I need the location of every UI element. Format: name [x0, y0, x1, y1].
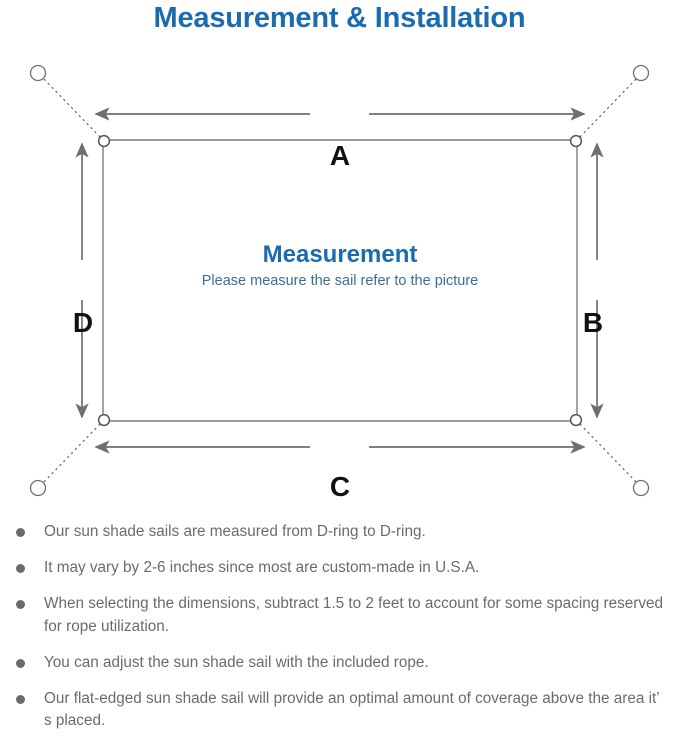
anchor-point-top-left [29, 64, 47, 82]
measurement-diagram: Measurement Please measure the sail refe… [0, 45, 679, 515]
dimension-label-a: A [329, 140, 351, 171]
rope-line-top-right [579, 76, 639, 138]
d-ring-top-left [97, 134, 111, 148]
note-item: When selecting the dimensions, subtract … [14, 593, 665, 637]
note-item: Our flat-edged sun shade sail will provi… [14, 688, 665, 732]
note-text: Our sun shade sails are measured from D-… [44, 523, 426, 540]
note-text: When selecting the dimensions, subtract … [44, 595, 664, 635]
note-item: It may vary by 2-6 inches since most are… [14, 557, 665, 579]
bullet-icon [16, 600, 25, 610]
bullet-icon [16, 658, 25, 668]
page-title: Measurement & Installation [153, 2, 526, 34]
note-item: You can adjust the sun shade sail with t… [14, 652, 665, 674]
notes-list: Our sun shade sails are measured from D-… [0, 521, 679, 732]
anchor-point-top-right [632, 64, 650, 82]
rope-line-top-left [41, 76, 101, 138]
diagram-svg [29, 64, 650, 497]
dimension-label-d: D [72, 307, 94, 338]
sail-rectangle [102, 139, 578, 422]
d-ring-bottom-right [569, 413, 583, 427]
rope-line-bottom-right [579, 423, 639, 485]
anchor-point-bottom-left [29, 479, 47, 497]
rope-line-bottom-left [41, 423, 101, 485]
dimension-label-b: B [582, 307, 604, 338]
note-text: You can adjust the sun shade sail with t… [44, 653, 429, 671]
note-text: Our flat-edged sun shade sail will provi… [44, 689, 660, 730]
anchor-point-bottom-right [632, 479, 650, 497]
bullet-icon [16, 694, 25, 704]
bullet-icon [16, 564, 25, 574]
d-ring-bottom-left [97, 413, 111, 427]
note-item: Our sun shade sails are measured from D-… [14, 521, 665, 543]
d-ring-top-right [569, 134, 583, 148]
bullet-icon [16, 528, 25, 537]
dimension-label-c: C [329, 471, 351, 502]
note-text: It may vary by 2-6 inches since most are… [44, 559, 480, 577]
